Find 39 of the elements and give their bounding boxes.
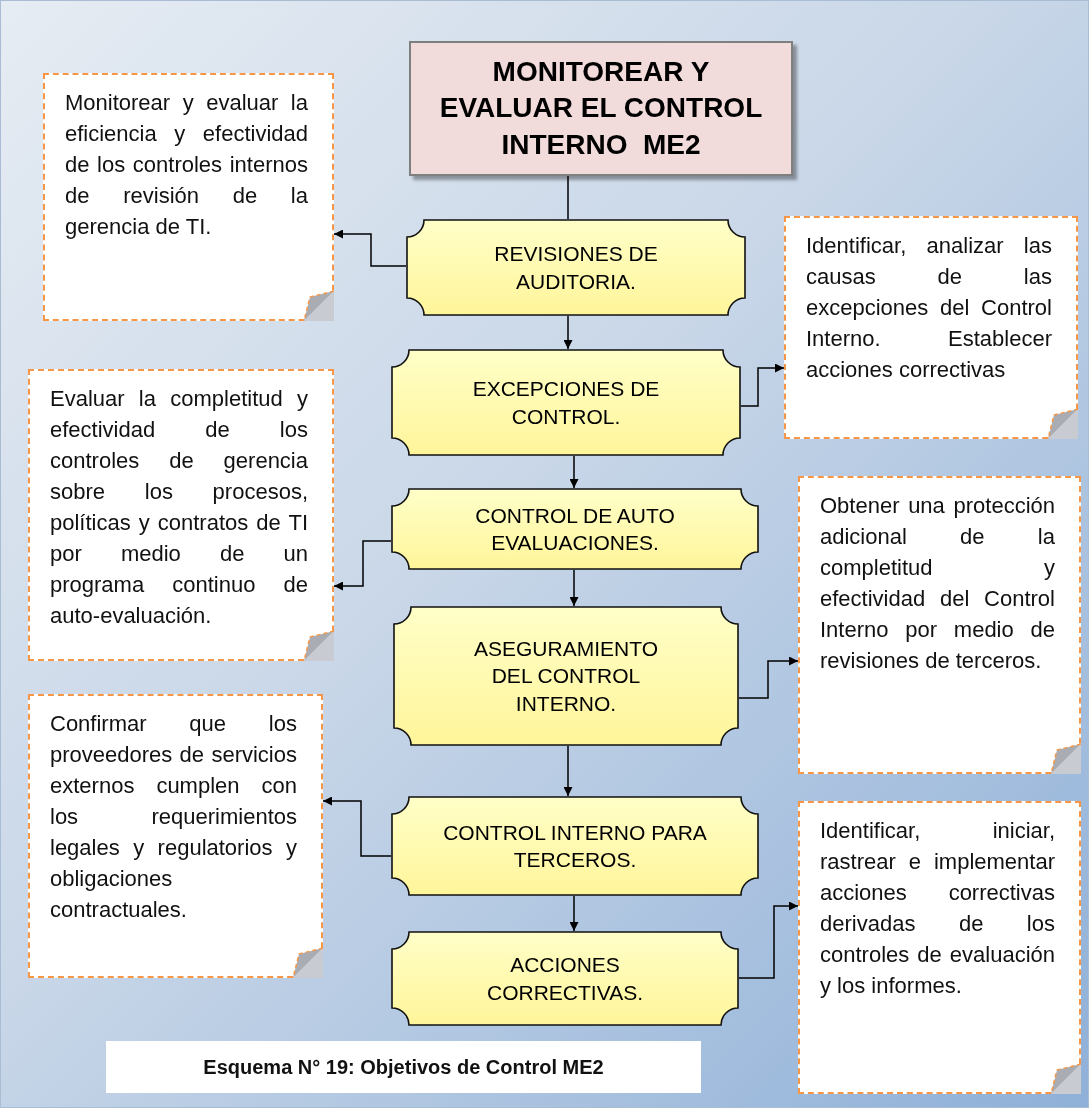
arrow bbox=[569, 895, 579, 932]
arrow bbox=[563, 315, 573, 350]
arrow bbox=[322, 796, 392, 857]
title-box bbox=[409, 41, 793, 176]
note-text: Evaluar la completitud y efectividad de los controles de gerencia sobre los procesos, políticas y contratos de TI por medio de un programa continuo de auto-evaluación. bbox=[50, 386, 308, 628]
step-label: CONTROL INTERNO PARA TERCEROS. bbox=[442, 819, 708, 873]
note-text: Confirmar que los proveedores de servicios externos cumplen con los requerimientos legales y regulatorios y obligaciones contractuales. bbox=[50, 711, 297, 922]
arrow bbox=[333, 540, 392, 591]
process-box bbox=[393, 606, 739, 746]
process-box bbox=[391, 488, 759, 570]
arrow bbox=[738, 656, 799, 699]
arrow bbox=[569, 455, 579, 489]
note-card bbox=[43, 73, 334, 321]
process-box bbox=[391, 796, 759, 896]
note-card bbox=[798, 476, 1081, 774]
note-text: Monitorear y evaluar la eficiencia y efectividad de los controles internos de revisión de la gerencia de TI. bbox=[65, 90, 308, 239]
step-label: REVISIONES DE AUDITORIA. bbox=[493, 241, 659, 295]
note-text: Identificar, iniciar, rastrear e implementar acciones correctivas derivadas de los controles de evaluación y los informes. bbox=[820, 818, 1055, 998]
note-card bbox=[28, 694, 323, 978]
note-card bbox=[798, 801, 1081, 1094]
process-box bbox=[391, 931, 739, 1026]
note-text: Obtener una protección adicional de la completitud y efectividad del Control Interno por medio de revisiones de terceros. bbox=[820, 493, 1055, 673]
arrow bbox=[740, 363, 785, 407]
arrow bbox=[569, 569, 579, 607]
step-label: CONTROL DE AUTO EVALUACIONES. bbox=[474, 502, 676, 556]
connector-line bbox=[567, 175, 569, 220]
process-box bbox=[391, 349, 741, 456]
note-card bbox=[28, 369, 334, 661]
step-label: ASEGURAMIENTO DEL CONTROL INTERNO. bbox=[473, 636, 659, 717]
arrow bbox=[738, 901, 799, 979]
title-text: MONITOREAR Y EVALUAR EL CONTROL INTERNO ME2 bbox=[438, 54, 764, 162]
note-text: Identificar, analizar las causas de las excepciones del Control Interno. Establecer acciones correctivas bbox=[806, 233, 1052, 382]
note-card bbox=[784, 216, 1078, 439]
process-box bbox=[406, 219, 746, 316]
step-label: ACCIONES CORRECTIVAS. bbox=[486, 952, 644, 1006]
step-label: EXCEPCIONES DE CONTROL. bbox=[471, 376, 661, 430]
arrow bbox=[563, 745, 573, 797]
arrow bbox=[333, 229, 407, 267]
caption: Esquema N° 19: Objetivos de Control ME2 bbox=[106, 1041, 701, 1093]
